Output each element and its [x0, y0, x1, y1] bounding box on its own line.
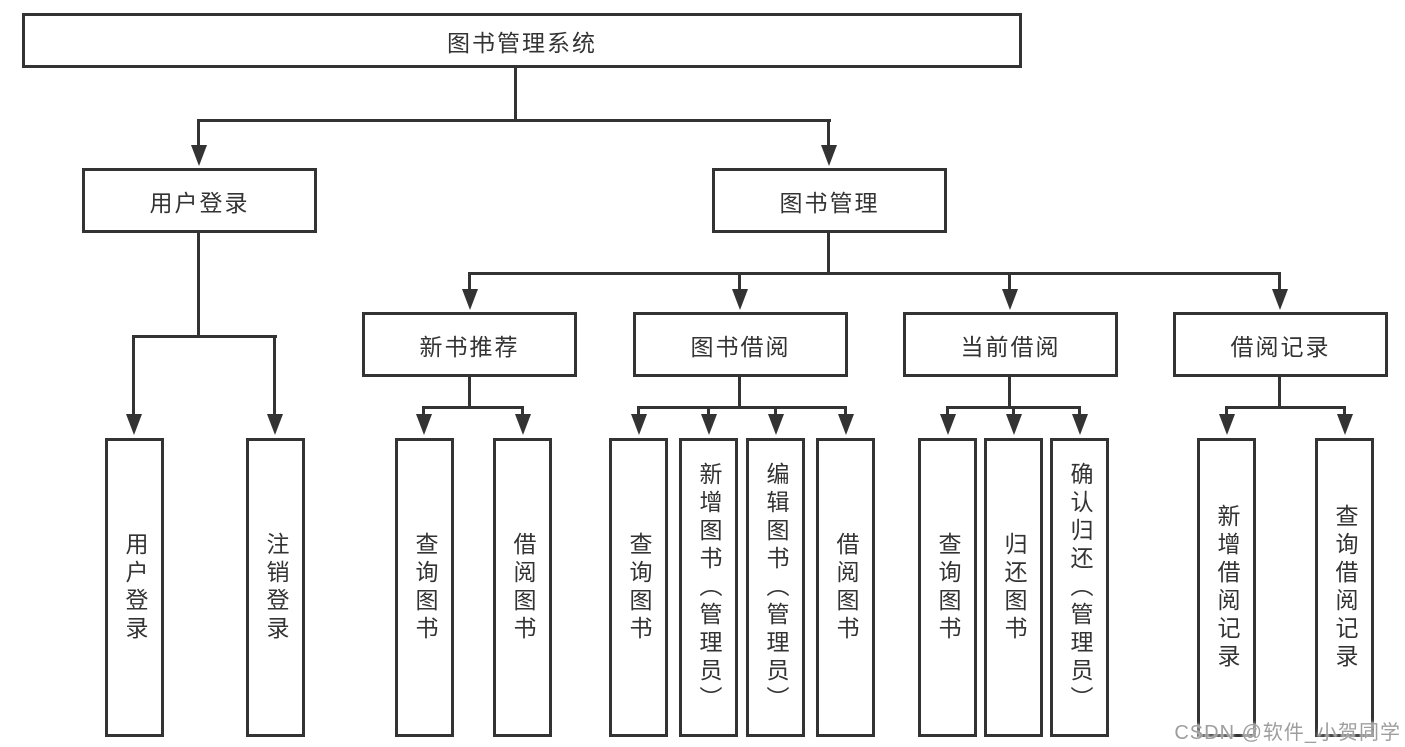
connector-book-mgmt-stem: [827, 233, 830, 272]
leaf-logout: 注销登录: [246, 438, 305, 737]
node-label: 图书借阅: [690, 333, 791, 360]
node-new-book-recommend: 新书推荐: [362, 312, 577, 377]
connector-borrow-stem: [738, 377, 741, 406]
connector-arrow-stem: [1078, 406, 1081, 418]
node-label: 图书管理: [779, 189, 880, 216]
connector-book-mgmt-branch: [468, 272, 1281, 275]
leaf-query-book-current: 查询图书: [918, 438, 977, 737]
arrow-down-icon: [940, 414, 956, 435]
connector-arrow-stem: [1343, 406, 1346, 418]
connector-borrow-branch: [637, 406, 847, 409]
connector-arrow-stem: [844, 406, 847, 418]
node-label: 归还图书: [1001, 531, 1027, 644]
node-label: 查询借阅记录: [1332, 503, 1358, 672]
node-label: 查询图书: [626, 531, 652, 644]
node-book-management: 图书管理: [712, 168, 947, 233]
node-label: 查询图书: [412, 531, 438, 644]
node-label: 用户登录: [149, 189, 250, 216]
node-borrow-record: 借阅记录: [1173, 312, 1388, 377]
node-label: 新增借阅记录: [1214, 503, 1240, 672]
connector-arrow-stem: [422, 406, 425, 418]
leaf-confirm-return-admin: 确认归还（管理员）: [1050, 438, 1109, 737]
arrow-down-icon: [768, 414, 784, 435]
connector-current-stem: [1008, 377, 1011, 406]
node-label: 新书推荐: [419, 333, 520, 360]
connector-arrow-stem: [738, 272, 741, 291]
connector-arrow-stem: [1225, 406, 1228, 418]
arrow-down-icon: [1006, 414, 1022, 435]
arrow-down-icon: [732, 289, 748, 310]
arrow-down-icon: [1072, 414, 1088, 435]
connector-record-branch: [1225, 406, 1346, 409]
node-label: 编辑图书（管理员）: [763, 461, 789, 714]
arrow-down-icon: [1337, 414, 1353, 435]
node-label: 借阅图书: [510, 531, 536, 644]
node-book-borrow: 图书借阅: [633, 312, 848, 377]
leaf-borrow-book: 借阅图书: [816, 438, 875, 737]
arrow-down-icon: [416, 414, 432, 435]
arrow-down-icon: [462, 289, 478, 310]
leaf-query-borrow-record: 查询借阅记录: [1315, 438, 1374, 737]
arrow-down-icon: [1272, 289, 1288, 310]
leaf-query-book-recommend: 查询图书: [395, 438, 454, 737]
arrow-down-icon: [126, 414, 142, 435]
node-label: 借阅记录: [1230, 333, 1331, 360]
node-current-borrow: 当前借阅: [903, 312, 1118, 377]
leaf-add-book-admin: 新增图书（管理员）: [679, 438, 738, 737]
connector-arrow-stem: [774, 406, 777, 418]
node-label: 图书管理系统: [447, 29, 597, 56]
connector-user-login-branch: [132, 335, 277, 338]
node-label: 确认归还（管理员）: [1067, 461, 1093, 714]
connector-recommend-branch: [422, 406, 524, 409]
node-library-system-root: 图书管理系统: [22, 13, 1022, 68]
node-label: 查询图书: [935, 531, 961, 644]
connector-arrow-stem: [273, 335, 276, 415]
arrow-down-icon: [821, 145, 837, 166]
node-label: 借阅图书: [833, 531, 859, 644]
node-label: 当前借阅: [960, 333, 1061, 360]
leaf-borrow-book-recommend: 借阅图书: [493, 438, 552, 737]
connector-record-stem: [1278, 377, 1281, 406]
connector-arrow-stem: [1008, 272, 1011, 291]
arrow-down-icon: [267, 414, 283, 435]
connector-root-stem: [514, 66, 517, 119]
connector-arrow-stem: [1012, 406, 1015, 418]
arrow-down-icon: [515, 414, 531, 435]
connector-user-login-stem: [197, 233, 200, 335]
leaf-edit-book-admin: 编辑图书（管理员）: [746, 438, 805, 737]
leaf-user-login: 用户登录: [105, 438, 164, 737]
node-label: 用户登录: [122, 531, 148, 644]
arrow-down-icon: [631, 414, 647, 435]
connector-arrow-stem: [521, 406, 524, 418]
connector-arrow-stem: [132, 335, 135, 415]
arrow-down-icon: [701, 414, 717, 435]
node-user-login: 用户登录: [82, 168, 317, 233]
arrow-down-icon: [191, 145, 207, 166]
connector-arrow-stem: [827, 119, 830, 149]
leaf-query-book-borrow: 查询图书: [609, 438, 668, 737]
leaf-return-book: 归还图书: [984, 438, 1043, 737]
csdn-watermark: CSDN @软件_小贺同学: [1174, 722, 1401, 744]
node-label: 新增图书（管理员）: [696, 461, 722, 714]
connector-arrow-stem: [707, 406, 710, 418]
arrow-down-icon: [838, 414, 854, 435]
connector-arrow-stem: [637, 406, 640, 418]
node-label: 注销登录: [263, 531, 289, 644]
leaf-add-borrow-record: 新增借阅记录: [1197, 438, 1256, 737]
connector-root-branch: [197, 119, 831, 122]
arrow-down-icon: [1002, 289, 1018, 310]
connector-arrow-stem: [468, 272, 471, 291]
connector-arrow-stem: [1278, 272, 1281, 291]
connector-arrow-stem: [197, 119, 200, 149]
connector-recommend-stem: [468, 377, 471, 406]
arrow-down-icon: [1219, 414, 1235, 435]
connector-arrow-stem: [946, 406, 949, 418]
